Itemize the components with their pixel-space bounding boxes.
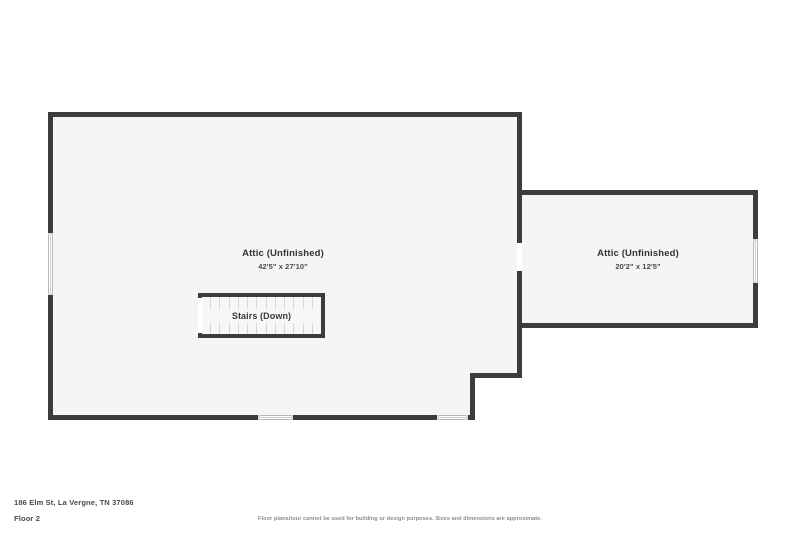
attic-main-floor-fill	[53, 117, 518, 416]
wall-main-notch-vertical	[470, 373, 475, 420]
attic-main-notch-cutout	[470, 373, 530, 423]
window-wing-right-cap-bottom	[753, 281, 758, 283]
window-bottom-left	[258, 415, 293, 420]
window-bottom-left-cap-start	[258, 415, 260, 420]
window-left-wall-cap-top	[48, 233, 53, 235]
disclaimer-text: Floor plans/tour cannot be used for buil…	[258, 516, 542, 522]
attic-wing-label: Attic (Unfinished) 20'2" x 12'5"	[538, 248, 738, 271]
attic-wing-floor-fill	[522, 195, 753, 323]
window-bottom-right-cap-end	[466, 415, 468, 420]
window-bottom-right-cap-start	[437, 415, 439, 420]
stairs-down[interactable]: Stairs (Down)	[198, 293, 325, 338]
floor-label: Floor 2	[14, 514, 41, 523]
window-wing-right-cap-top	[753, 239, 758, 241]
attic-main-dimensions: 42'5" x 27'10"	[258, 261, 308, 271]
window-wing-right	[753, 239, 758, 283]
attic-main-name: Attic (Unfinished)	[242, 248, 324, 259]
wall-main-notch-horizontal	[470, 373, 522, 378]
window-left-wall-cap-bottom	[48, 293, 53, 295]
opening-stairs-left	[198, 298, 202, 333]
attic-wing-dimensions: 20'2" x 12'5"	[615, 261, 661, 271]
attic-wing-name: Attic (Unfinished)	[597, 248, 679, 259]
wall-main-top	[48, 112, 522, 117]
property-address: 186 Elm St, La Vergne, TN 37086	[14, 498, 134, 507]
window-bottom-right	[437, 415, 468, 420]
stairs-label: Stairs (Down)	[202, 308, 321, 323]
wall-wing-bottom	[517, 323, 758, 328]
opening-between-attics	[517, 243, 522, 271]
wall-wing-top	[517, 190, 758, 195]
attic-main-label: Attic (Unfinished) 42'5" x 27'10"	[183, 248, 383, 271]
window-left-wall	[48, 233, 53, 295]
window-bottom-left-cap-end	[291, 415, 293, 420]
